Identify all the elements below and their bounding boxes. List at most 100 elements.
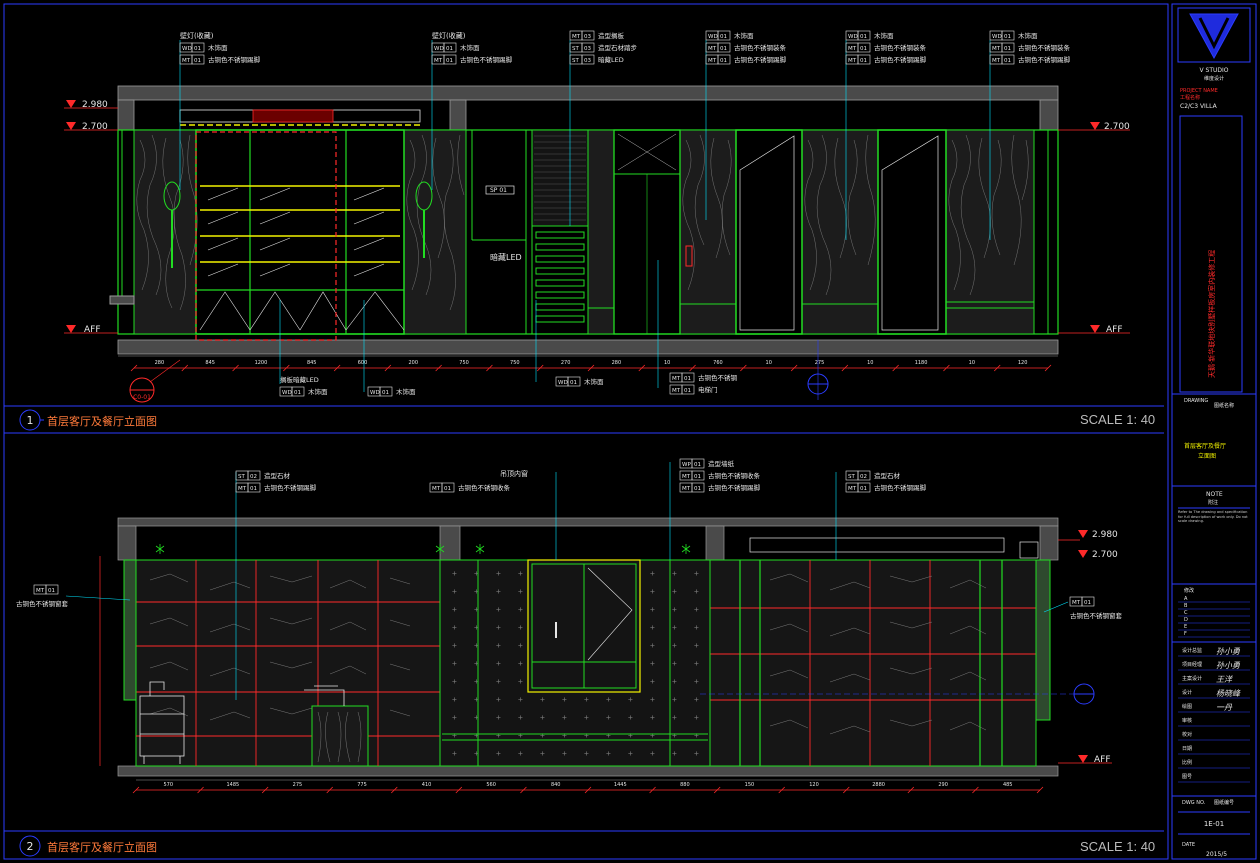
wallpaper-mark: + — [452, 677, 457, 686]
wallpaper-mark: + — [474, 605, 479, 614]
project-vertical-title: 天鹅·新华联地块别墅样板房室内装修工程 — [1207, 250, 1216, 378]
wallpaper-mark: + — [562, 749, 567, 758]
dim-tick — [584, 786, 592, 794]
dim-value: 150 — [745, 782, 755, 788]
signature: 杨晓峰 — [1216, 689, 1241, 698]
e1-bottom-tag-code: WD — [370, 390, 380, 396]
e2-callout-text: 造型石材 — [874, 471, 901, 480]
e1-callout-tag-num: 01 — [720, 58, 727, 64]
dim-tick — [435, 364, 442, 372]
wallpaper-mark: + — [474, 695, 479, 704]
e1-callout-text: 木饰面 — [874, 31, 894, 40]
wallpaper-mark: + — [496, 731, 501, 740]
wallpaper-mark: + — [496, 695, 501, 704]
e1-callout-tag-num: 03 — [584, 34, 591, 40]
e2-callout-tag-num: 02 — [250, 474, 257, 480]
wallpaper-mark: + — [694, 587, 699, 596]
wallpaper-mark: + — [672, 731, 677, 740]
dim-tick — [587, 364, 595, 372]
wallpaper-mark: + — [694, 677, 699, 686]
e2-callout-tag-code: MT — [432, 486, 441, 492]
bookshelf-dashed-outline — [195, 131, 337, 341]
elevation1-drawing: SP 01 暗藏LED — [64, 40, 1130, 403]
e1-callout-tag-code: MT — [848, 46, 857, 52]
wallpaper-mark: + — [562, 695, 567, 704]
doorway — [877, 129, 947, 335]
dim-tick — [1044, 364, 1052, 372]
e1-callout-tag-code: ST — [572, 46, 579, 52]
wallpaper-mark: + — [518, 641, 523, 650]
dim-value: 570 — [164, 782, 174, 788]
e1-bottom-text: 木饰面 — [308, 387, 328, 396]
e2-callout-tag-num: 01 — [860, 486, 867, 492]
e2-callout-tag-code: MT — [238, 486, 247, 492]
wallpaper-mark: + — [584, 731, 589, 740]
e1-bottom-tag-num: 01 — [684, 388, 691, 394]
sign-row-label: 主案设计 — [1182, 675, 1202, 682]
dim-tick — [283, 364, 290, 372]
wallpaper-mark: + — [496, 587, 501, 596]
e1-callout-tag-code: MT — [572, 34, 581, 40]
dim-tick — [740, 364, 747, 372]
wallpaper-mark: + — [650, 749, 655, 758]
wallpaper-mark: + — [518, 731, 523, 740]
e2-side-text: 古铜色不锈钢窗套 — [1070, 611, 1123, 620]
sheet-number-label: DWG NO. — [1182, 800, 1206, 806]
wallpaper-mark: + — [474, 623, 479, 632]
dim-value: 410 — [422, 782, 432, 788]
dim-value: 760 — [713, 360, 723, 366]
e1-callout-head: 壁灯(收藏) — [432, 31, 466, 40]
e2-callout-tag-num: 01 — [694, 462, 701, 468]
e1-bottom-tag-code: MT — [672, 376, 681, 382]
wallpaper-mark: + — [694, 731, 699, 740]
wallpaper-mark: + — [452, 587, 457, 596]
wallpaper-mark: + — [650, 641, 655, 650]
wallpaper-mark: + — [474, 731, 479, 740]
elevation1-title: 首层客厅及餐厅立面图 — [47, 414, 157, 428]
wallpaper-mark: + — [650, 677, 655, 686]
wallpaper-mark: + — [474, 713, 479, 722]
dim-tick — [1036, 786, 1044, 794]
e1-callout-text: 古铜色不锈钢踢脚 — [460, 55, 513, 64]
revision-head: 修改 — [1184, 587, 1194, 594]
revision-row: E — [1184, 624, 1187, 630]
wallpaper-mark: + — [584, 713, 589, 722]
sign-row-label: 比例 — [1182, 759, 1192, 766]
level-2700-left: 2.700 — [82, 122, 108, 132]
e1-callout-text: 古铜色不锈钢踢脚 — [1018, 55, 1071, 64]
level-2980-left: 2.980 — [82, 100, 108, 110]
e2-callout-tag-code: ST — [848, 474, 855, 480]
wallpaper-mark: + — [474, 641, 479, 650]
dim-value: 10 — [969, 360, 975, 366]
e2-callout-tag-num: 02 — [860, 474, 867, 480]
e1-callout-tag-num: 01 — [446, 46, 453, 52]
elevation2-number: 2 — [27, 840, 34, 853]
dim-tick — [892, 364, 899, 372]
wallpaper-mark: + — [694, 713, 699, 722]
e2-callout-text: 古铜色不锈钢踢脚 — [874, 483, 927, 492]
e1-bottom-text: 古铜色不锈钢 — [698, 373, 738, 382]
wallpaper-mark: + — [628, 713, 633, 722]
wallpaper-mark: + — [672, 605, 677, 614]
dim-tick — [333, 364, 341, 372]
e1-callout-tag-code: MT — [992, 46, 1001, 52]
project-name-label: PROJECT NAME — [1180, 88, 1218, 94]
wallpaper-mark: + — [452, 713, 457, 722]
wallpaper-mark: + — [496, 569, 501, 578]
stone-wall-left — [135, 559, 441, 767]
wallpaper-mark: + — [694, 605, 699, 614]
wallpaper-panel — [439, 559, 711, 767]
dim-tick — [943, 364, 950, 372]
wallpaper-mark: + — [518, 713, 523, 722]
sign-row-label: 设计 — [1182, 689, 1192, 696]
e1-bottom-tag-num: 01 — [570, 380, 577, 386]
wallpaper-mark: + — [518, 569, 523, 578]
wallpaper-mark: + — [518, 659, 523, 668]
sign-row-label: 图号 — [1182, 774, 1192, 780]
